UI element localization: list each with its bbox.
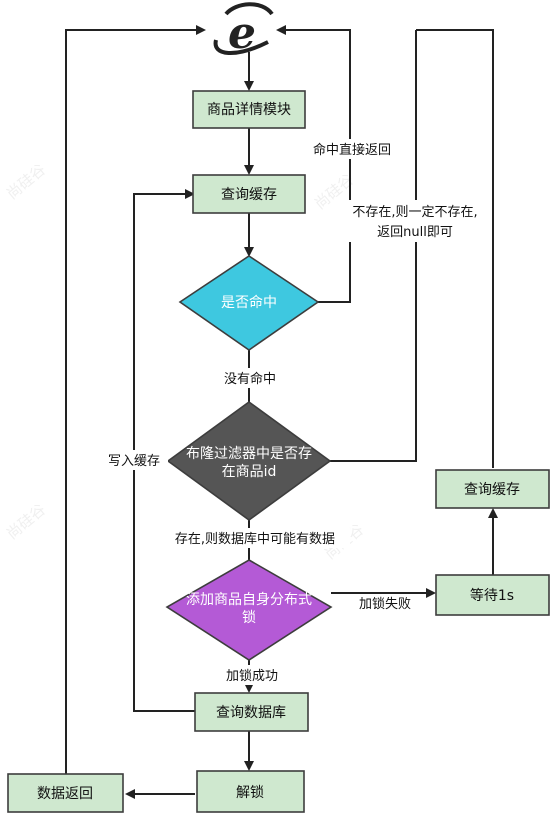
watermarks: 尚硅谷 尚硅谷 尚硅谷 尚硅谷	[3, 160, 367, 563]
node-label: 查询缓存	[221, 187, 277, 203]
edge-return-to-logo	[65, 25, 206, 774]
label-lock-success: 加锁成功	[226, 668, 278, 684]
node-cache-hit: 是否命中	[178, 255, 320, 351]
label-not-exist: 不存在,则一定不存在,	[352, 205, 477, 220]
edge-bloom-not-exist	[330, 30, 417, 462]
node-label: 解锁	[236, 785, 264, 801]
node-query-db: 查询数据库	[194, 692, 309, 732]
ie-browser-icon: e	[213, 2, 274, 59]
node-query-cache-retry: 查询缓存	[435, 469, 550, 509]
label-not-exist: 返回null即可	[377, 225, 453, 240]
label-write-cache: 写入缓存	[108, 454, 160, 469]
edge-hit-return	[276, 25, 351, 303]
node-label: 在商品id	[222, 464, 277, 480]
watermark: 尚硅谷	[3, 500, 49, 543]
edge-retry-to-logo	[416, 29, 494, 468]
node-label: 查询缓存	[464, 482, 520, 498]
label-miss: 没有命中	[224, 371, 276, 387]
node-unlock: 解锁	[196, 770, 305, 813]
node-query-cache: 查询缓存	[192, 174, 306, 214]
node-label: 锁	[242, 610, 256, 626]
label-lock-fail: 加锁失败	[359, 596, 411, 612]
node-label: 查询数据库	[216, 705, 286, 721]
node-label: 等待1s	[470, 587, 514, 604]
node-wait: 等待1s	[435, 574, 550, 616]
edge-labels: 命中直接返回 不存在,则一定不存在, 返回null即可 没有命中 写入缓存 存在…	[100, 139, 492, 685]
node-bloom-filter: 布隆过滤器中是否存 在商品id	[166, 401, 332, 521]
node-label: 商品详情模块	[207, 102, 291, 118]
node-distributed-lock: 添加商品自身分布式 锁	[165, 559, 333, 661]
label-may-exist: 存在,则数据库中可能有数据	[175, 531, 335, 547]
node-detail-module: 商品详情模块	[192, 90, 306, 129]
node-label: 添加商品自身分布式	[186, 592, 312, 608]
node-label: 布隆过滤器中是否存	[186, 446, 312, 462]
node-label: 是否命中	[221, 294, 277, 311]
node-label: 数据返回	[37, 786, 93, 802]
watermark: 尚硅谷	[3, 160, 49, 203]
node-return-data: 数据返回	[7, 773, 124, 813]
label-hit-return: 命中直接返回	[313, 142, 391, 158]
